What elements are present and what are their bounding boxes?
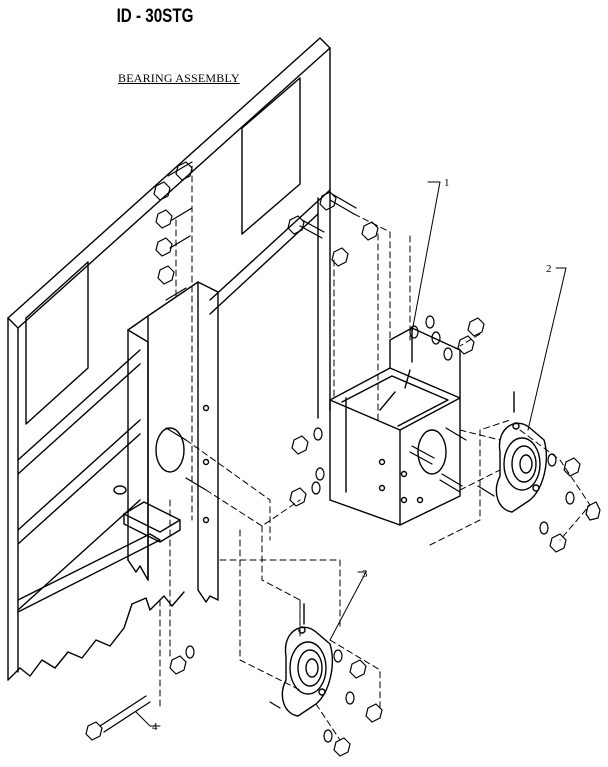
callout-2: 2 (546, 263, 552, 275)
bolts (99, 161, 495, 733)
callout-4: 4 (152, 721, 158, 733)
assembly-paths (159, 165, 591, 741)
bearing-flange-lower (281, 603, 333, 717)
callout-1: 1 (444, 177, 450, 189)
bearing-flange-upper (495, 391, 547, 513)
assembly-subtitle: BEARING ASSEMBLY (118, 71, 240, 85)
bearing-bracket (329, 327, 461, 526)
model-title: ID - 30STG (116, 6, 194, 27)
channel-post (113, 281, 219, 603)
callout-leaders (135, 181, 567, 727)
fasteners (85, 161, 601, 757)
callout-3: 3 (362, 568, 368, 580)
frame-panel (7, 37, 331, 681)
